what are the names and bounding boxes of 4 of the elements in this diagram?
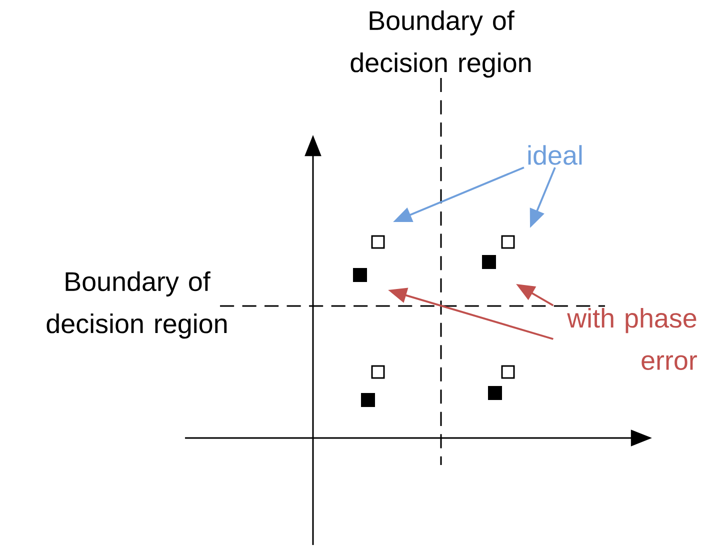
boundary-label: Boundary of decision region <box>46 271 227 339</box>
annotation-text: with phase error <box>567 308 697 370</box>
annotation-text: ideal <box>528 145 582 165</box>
boundary-label: Boundary of decision region <box>350 10 531 78</box>
